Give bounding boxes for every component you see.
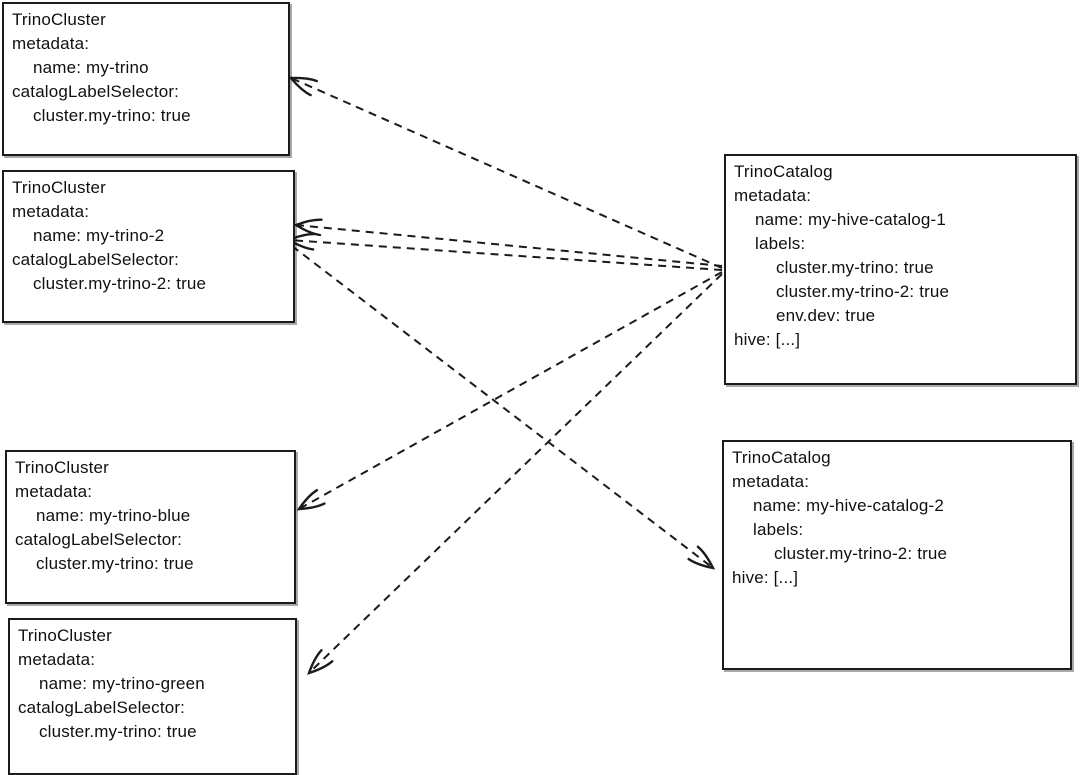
node-line: TrinoCluster bbox=[12, 178, 106, 197]
node-line: TrinoCatalog bbox=[732, 448, 831, 467]
node-line: metadata: bbox=[12, 202, 90, 221]
edge-line bbox=[308, 273, 723, 674]
node-catalog-my-hive-catalog-2[interactable]: TrinoCatalog metadata: name: my-hive-catal… bbox=[722, 440, 1072, 670]
edge-catalog1-to-my-trino-2-a bbox=[293, 218, 723, 267]
node-line: name: my-trino bbox=[33, 58, 149, 77]
node-body: TrinoCluster metadata: name: my-trino catal… bbox=[12, 8, 288, 128]
edge-arrowhead bbox=[307, 649, 334, 675]
edge-line bbox=[290, 77, 723, 269]
node-body: TrinoCatalog metadata: name: my-hive-catal… bbox=[732, 446, 1070, 590]
node-cluster-my-trino[interactable]: TrinoCluster metadata: name: my-trino catal… bbox=[2, 2, 290, 156]
node-line: catalogLabelSelector: bbox=[12, 82, 180, 101]
edge-line bbox=[298, 271, 723, 510]
node-line: cluster.my-trino: true bbox=[776, 258, 934, 277]
node-body: TrinoCluster metadata: name: my-trino-blue… bbox=[15, 456, 294, 576]
node-line: cluster.my-trino-2: true bbox=[33, 274, 207, 293]
node-catalog-my-hive-catalog-1[interactable]: TrinoCatalog metadata: name: my-hive-catal… bbox=[724, 154, 1077, 385]
node-line: metadata: bbox=[12, 34, 90, 53]
node-line: metadata: bbox=[732, 472, 810, 491]
edge-catalog1-to-my-trino-2-b bbox=[286, 232, 723, 271]
node-line: env.dev: true bbox=[776, 306, 876, 325]
node-line: metadata: bbox=[15, 482, 93, 501]
node-line: cluster.my-trino-2: true bbox=[776, 282, 950, 301]
edge-line bbox=[288, 239, 723, 271]
node-line: cluster.my-trino: true bbox=[36, 554, 194, 573]
node-line: TrinoCluster bbox=[18, 626, 112, 645]
edge-arrowhead bbox=[293, 218, 323, 237]
node-line: name: my-trino-blue bbox=[36, 506, 191, 525]
node-body: TrinoCluster metadata: name: my-trino-gree… bbox=[18, 624, 295, 744]
node-line: TrinoCluster bbox=[15, 458, 109, 477]
node-line: TrinoCatalog bbox=[734, 162, 833, 181]
node-line: name: my-trino-2 bbox=[33, 226, 165, 245]
node-line: labels: bbox=[755, 234, 806, 253]
node-line: cluster.my-trino-2: true bbox=[774, 544, 948, 563]
edge-catalog1-to-my-trino bbox=[288, 76, 723, 269]
edge-arrowhead bbox=[288, 76, 318, 97]
node-cluster-my-trino-blue[interactable]: TrinoCluster metadata: name: my-trino-blue… bbox=[5, 450, 296, 604]
node-line: labels: bbox=[753, 520, 804, 539]
edge-my-trino-2-to-catalog2 bbox=[291, 245, 716, 570]
node-body: TrinoCatalog metadata: name: my-hive-catal… bbox=[734, 160, 1075, 352]
edge-line bbox=[291, 245, 714, 569]
node-line: metadata: bbox=[18, 650, 96, 669]
node-line: name: my-trino-green bbox=[39, 674, 205, 693]
node-line: catalogLabelSelector: bbox=[12, 250, 180, 269]
node-line: metadata: bbox=[734, 186, 812, 205]
node-line: TrinoCluster bbox=[12, 10, 106, 29]
edge-catalog1-to-my-trino-green bbox=[307, 273, 723, 675]
node-line: cluster.my-trino: true bbox=[33, 106, 191, 125]
node-line: name: my-hive-catalog-2 bbox=[753, 496, 944, 515]
node-line: cluster.my-trino: true bbox=[39, 722, 197, 741]
node-line: catalogLabelSelector: bbox=[15, 530, 183, 549]
edge-line bbox=[295, 224, 723, 267]
node-line: catalogLabelSelector: bbox=[18, 698, 186, 717]
node-line: name: my-hive-catalog-1 bbox=[755, 210, 946, 229]
node-body: TrinoCluster metadata: name: my-trino-2 cat… bbox=[12, 176, 293, 296]
node-cluster-my-trino-green[interactable]: TrinoCluster metadata: name: my-trino-gree… bbox=[8, 618, 297, 775]
node-line: hive: [...] bbox=[732, 568, 799, 587]
edge-arrowhead bbox=[296, 489, 326, 511]
edge-catalog1-to-my-trino-blue bbox=[296, 271, 723, 511]
node-cluster-my-trino-2[interactable]: TrinoCluster metadata: name: my-trino-2 cat… bbox=[2, 170, 295, 323]
node-line: hive: [...] bbox=[734, 330, 801, 349]
edge-arrowhead bbox=[687, 545, 716, 570]
